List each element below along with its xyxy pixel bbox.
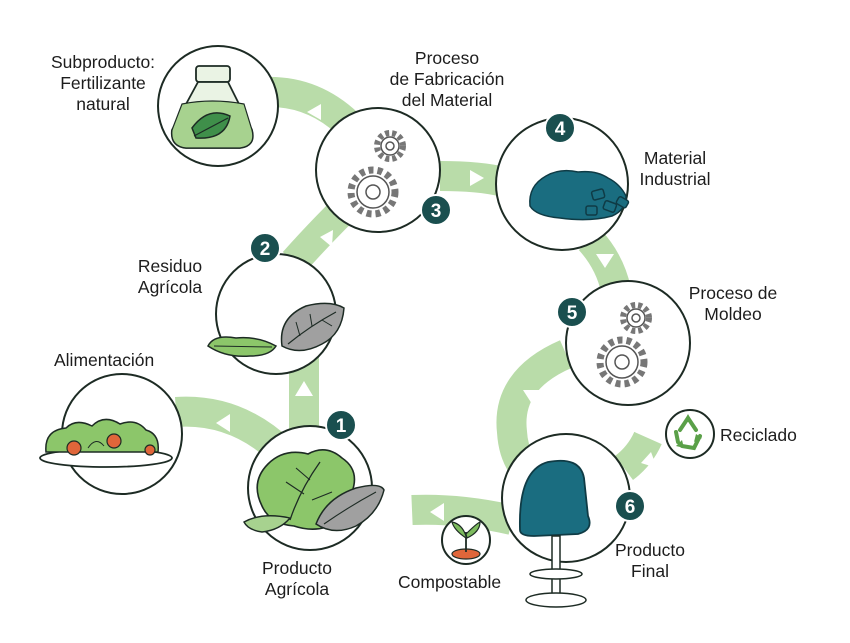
step-6-label: Producto Final <box>600 540 700 582</box>
byproduct-label-line: Fertilizante <box>60 73 146 93</box>
step-badge-6: 6 <box>614 490 646 522</box>
step-3-label-line: de Fabricación <box>389 69 505 89</box>
arrow-2-to-3 <box>320 230 333 247</box>
step-badge-1: 1 <box>325 409 357 441</box>
step-4-label-line: Material <box>643 148 707 168</box>
step-2-label: Residuo Agrícola <box>122 256 218 298</box>
step-5-label: Proceso de Moldeo <box>670 283 796 325</box>
agricultural-waste-icon <box>207 302 345 358</box>
arrow-3-to-4 <box>470 170 484 186</box>
circle-nodes <box>61 45 715 565</box>
byproduct-label: Subproducto: Fertilizante natural <box>28 52 178 115</box>
band-6-to-recycle <box>614 431 662 480</box>
arrow-3-to-byproduct <box>307 104 321 120</box>
gears-icon <box>596 302 652 388</box>
step-4-label: Material Industrial <box>620 148 730 190</box>
fertilizer-jar-icon <box>170 65 254 149</box>
arrow-6-to-recycle <box>641 452 657 468</box>
svg-text:2: 2 <box>260 239 271 260</box>
step-3-label-line: Proceso <box>414 48 480 68</box>
food-label: Alimentación <box>54 350 155 370</box>
step-6-label-line: Producto <box>614 540 686 560</box>
arrow-4-to-5 <box>596 254 614 268</box>
salad-plate-icon <box>39 418 173 468</box>
step-2-label-line: Residuo <box>137 256 203 276</box>
step-badge-3: 3 <box>420 194 452 226</box>
byproduct-label-line: natural <box>76 94 130 114</box>
flow-arrows <box>216 104 657 521</box>
step-badge-5: 5 <box>556 296 588 328</box>
byproduct-label-line: Subproducto: <box>50 52 156 72</box>
arrow-5-loop <box>523 390 541 404</box>
svg-text:5: 5 <box>567 303 578 324</box>
industrial-material-icon <box>529 169 630 221</box>
step-2-label-line: Agrícola <box>137 277 203 297</box>
step-3-label: Proceso de Fabricación del Material <box>372 48 522 111</box>
gears-icon <box>347 130 406 218</box>
recycle-icon <box>674 414 702 451</box>
step-badge-4: 4 <box>544 112 576 144</box>
svg-text:3: 3 <box>431 201 442 222</box>
svg-text:6: 6 <box>625 497 636 518</box>
step-badges: 1 2 3 4 5 6 <box>249 112 646 522</box>
step-5-label-line: Moldeo <box>704 304 762 324</box>
step-6-label-line: Final <box>631 561 669 581</box>
step-1-label-line: Agrícola <box>264 579 330 599</box>
svg-text:4: 4 <box>555 119 566 140</box>
recycling-label: Reciclado <box>720 425 797 445</box>
svg-text:1: 1 <box>336 416 347 437</box>
arrow-1-to-2 <box>295 381 313 396</box>
band-6-to-compost <box>411 494 516 535</box>
sprout-icon <box>451 521 481 560</box>
arrow-1-to-food <box>216 414 230 432</box>
compost-label: Compostable <box>398 572 502 592</box>
step-badge-2: 2 <box>249 232 281 264</box>
node-recycle <box>665 409 715 459</box>
step-4-label-line: Industrial <box>639 169 711 189</box>
lettuce-icon <box>243 449 385 533</box>
bar-stool-icon <box>519 459 591 608</box>
step-5-label-line: Proceso de <box>688 283 778 303</box>
arrow-6-to-compost <box>430 503 444 521</box>
step-1-label-line: Producto <box>261 558 333 578</box>
step-1-label: Producto Agrícola <box>242 558 352 600</box>
step-3-label-line: del Material <box>401 90 493 110</box>
